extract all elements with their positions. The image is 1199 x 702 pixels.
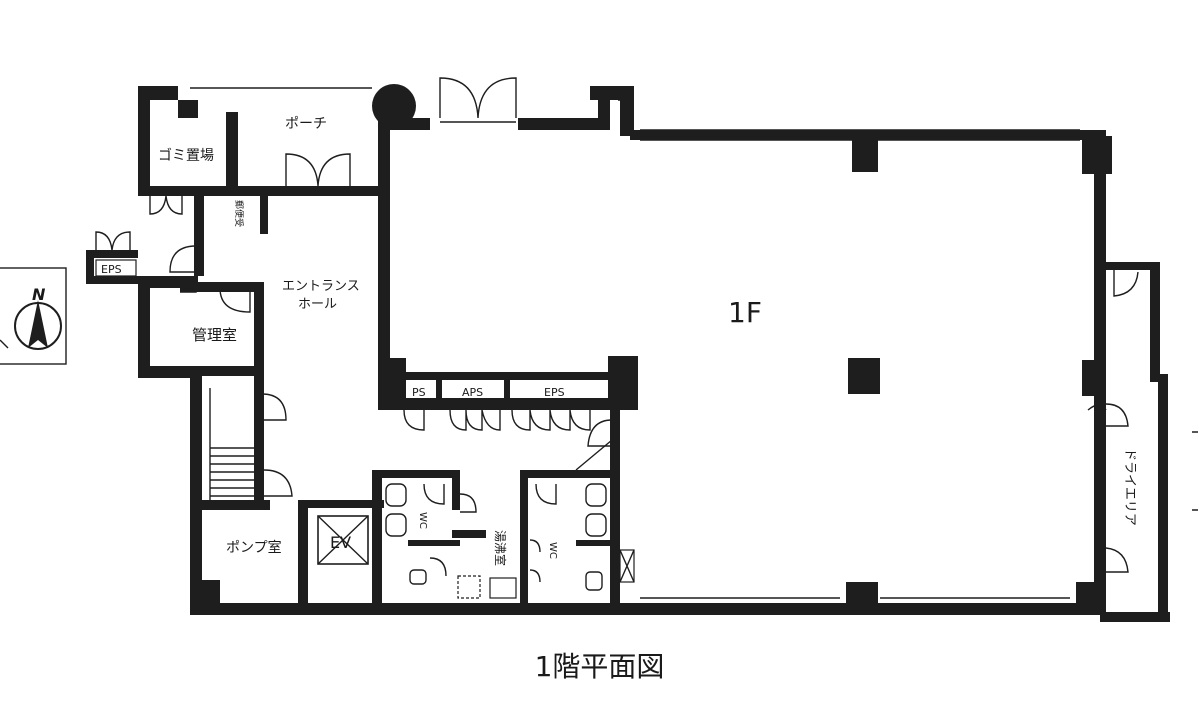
- room-dry-area: ドライエリア: [1122, 448, 1137, 526]
- room-entrance-line1: エントランス: [282, 279, 360, 294]
- room-ps: PS: [412, 386, 426, 399]
- room-wc-right: WC: [547, 542, 558, 559]
- room-eps-core: EPS: [544, 386, 565, 399]
- north-label: N: [32, 285, 46, 304]
- interior-walls: [180, 196, 1170, 622]
- room-kitchenette: 湯沸室: [493, 530, 508, 566]
- north-compass: N: [0, 267, 67, 365]
- room-entrance-line2: ホール: [298, 297, 337, 312]
- room-garbage: ゴミ置場: [158, 147, 214, 164]
- room-aps: APS: [462, 386, 483, 399]
- room-labels: ポーチ ゴミ置場 郵便受 EPS エントランス ホール 管理室 PS APS E…: [101, 116, 1137, 566]
- room-mailbox: 郵便受: [233, 200, 245, 227]
- room-wc-left: WC: [417, 512, 428, 529]
- door-swings: [95, 77, 1139, 599]
- columns: [190, 130, 1112, 615]
- room-eps-left: EPS: [101, 263, 122, 276]
- room-1f: 1F: [728, 296, 762, 329]
- edge-marks: [0, 339, 1198, 511]
- room-ev: EV: [330, 533, 351, 552]
- room-management: 管理室: [192, 326, 237, 344]
- room-pump: ポンプ室: [226, 539, 282, 556]
- room-porch: ポーチ: [285, 116, 327, 132]
- plan-caption: 1階平面図: [534, 650, 665, 683]
